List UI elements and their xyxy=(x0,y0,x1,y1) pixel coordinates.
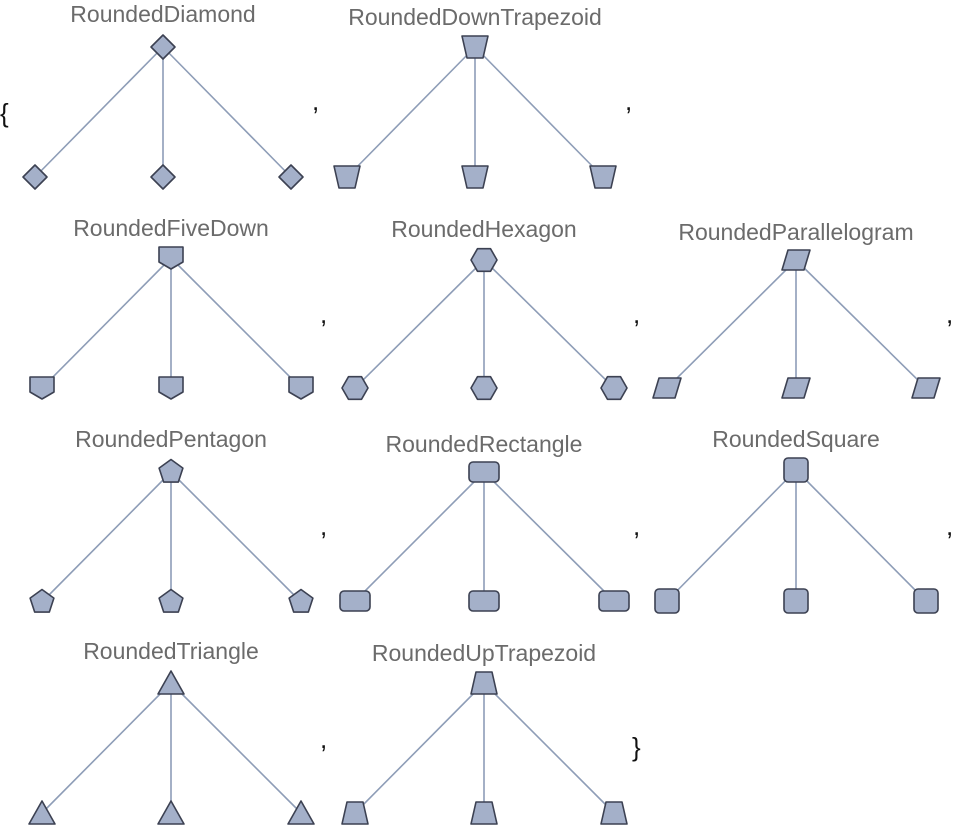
separator-comma: , xyxy=(320,511,327,541)
leaf-vertex xyxy=(470,801,498,825)
separator-comma: , xyxy=(633,299,640,329)
graph-title: RoundedTriangle xyxy=(83,638,259,664)
leaf-vertex xyxy=(600,375,628,401)
graph-up-trapezoid: RoundedUpTrapezoid xyxy=(341,640,628,825)
graph-title: RoundedPentagon xyxy=(75,426,267,452)
separator-comma: , xyxy=(320,724,327,754)
graph-title: RoundedHexagon xyxy=(391,216,576,242)
graph-edge xyxy=(162,46,292,178)
leaf-vertex xyxy=(598,590,630,612)
graph-title: RoundedUpTrapezoid xyxy=(372,640,596,666)
leaf-vertex xyxy=(29,376,55,400)
root-vertex xyxy=(150,34,176,60)
leaf-vertex xyxy=(913,588,939,614)
leaf-vertex xyxy=(654,588,680,614)
graph-edge xyxy=(483,259,615,389)
graph-edge xyxy=(354,682,485,814)
leaf-vertex xyxy=(783,588,809,614)
leaf-vertex xyxy=(288,588,314,613)
leaf-vertex xyxy=(339,590,371,612)
graph-diamond: RoundedDiamond xyxy=(22,1,304,190)
leaf-vertex xyxy=(333,165,361,189)
open-brace: { xyxy=(0,98,9,128)
separator-comma: , xyxy=(633,511,640,541)
leaf-vertex xyxy=(287,800,315,825)
leaf-vertex xyxy=(278,164,304,190)
leaf-vertex xyxy=(470,375,498,401)
close-brace: } xyxy=(632,732,641,762)
graph-five-down: RoundedFiveDown xyxy=(29,215,314,400)
leaf-vertex xyxy=(652,377,682,399)
separator-comma: , xyxy=(946,511,953,541)
graph-edge xyxy=(354,471,485,602)
leaf-vertex xyxy=(22,164,48,190)
leaf-vertex xyxy=(158,588,184,613)
graph-hexagon: RoundedHexagon xyxy=(341,216,628,401)
leaf-vertex xyxy=(288,376,314,400)
graph-triangle: RoundedTriangle xyxy=(28,638,315,825)
root-vertex xyxy=(781,249,811,271)
leaf-vertex xyxy=(781,377,811,399)
leaf-vertex xyxy=(589,165,617,189)
graph-edge xyxy=(34,46,164,178)
root-vertex xyxy=(158,246,184,270)
graph-rectangle: RoundedRectangle xyxy=(339,431,630,612)
leaf-vertex xyxy=(28,800,56,825)
graph-edge xyxy=(795,259,927,389)
separator-comma: , xyxy=(320,299,327,329)
graph-edge xyxy=(41,682,172,814)
graph-edge xyxy=(41,471,172,603)
separator-comma: , xyxy=(312,86,319,116)
root-vertex xyxy=(783,457,809,483)
graph-edge xyxy=(795,469,927,602)
root-vertex xyxy=(461,35,489,59)
graph-down-trapezoid: RoundedDownTrapezoid xyxy=(333,4,617,189)
root-vertex xyxy=(157,670,185,695)
root-vertex xyxy=(468,461,500,483)
graph-title: RoundedParallelogram xyxy=(678,219,913,245)
graph-edge xyxy=(483,682,615,814)
root-vertex xyxy=(158,458,184,483)
graph-square: RoundedSquare xyxy=(654,426,939,614)
leaf-vertex xyxy=(157,800,185,825)
graph-edge xyxy=(474,46,604,178)
leaf-vertex xyxy=(468,590,500,612)
graph-edge xyxy=(346,46,476,178)
graph-parallelogram: RoundedParallelogram xyxy=(652,219,941,399)
leaf-vertex xyxy=(341,801,369,825)
root-vertex xyxy=(470,671,498,695)
separator-comma: , xyxy=(946,299,953,329)
graph-title: RoundedDiamond xyxy=(70,1,255,27)
leaf-vertex xyxy=(341,375,369,401)
graph-title: RoundedDownTrapezoid xyxy=(348,4,602,30)
graph-edge xyxy=(354,259,485,389)
separator-comma: , xyxy=(625,86,632,116)
graph-edge xyxy=(41,257,172,389)
graph-title: RoundedSquare xyxy=(712,426,880,452)
graph-edge xyxy=(170,257,302,389)
graph-title: RoundedFiveDown xyxy=(73,215,269,241)
graph-edge xyxy=(666,469,797,602)
graph-edge xyxy=(483,471,615,602)
leaf-vertex xyxy=(600,801,628,825)
graph-pentagon: RoundedPentagon xyxy=(29,426,314,613)
root-vertex xyxy=(470,247,498,273)
leaf-vertex xyxy=(150,164,176,190)
leaf-vertex xyxy=(158,376,184,400)
leaf-vertex xyxy=(461,165,489,189)
graph-edge xyxy=(170,471,302,603)
graph-title: RoundedRectangle xyxy=(386,431,583,457)
leaf-vertex xyxy=(911,377,941,399)
leaf-vertex xyxy=(29,588,55,613)
graph-edge xyxy=(666,259,797,389)
graph-edge xyxy=(170,682,302,814)
